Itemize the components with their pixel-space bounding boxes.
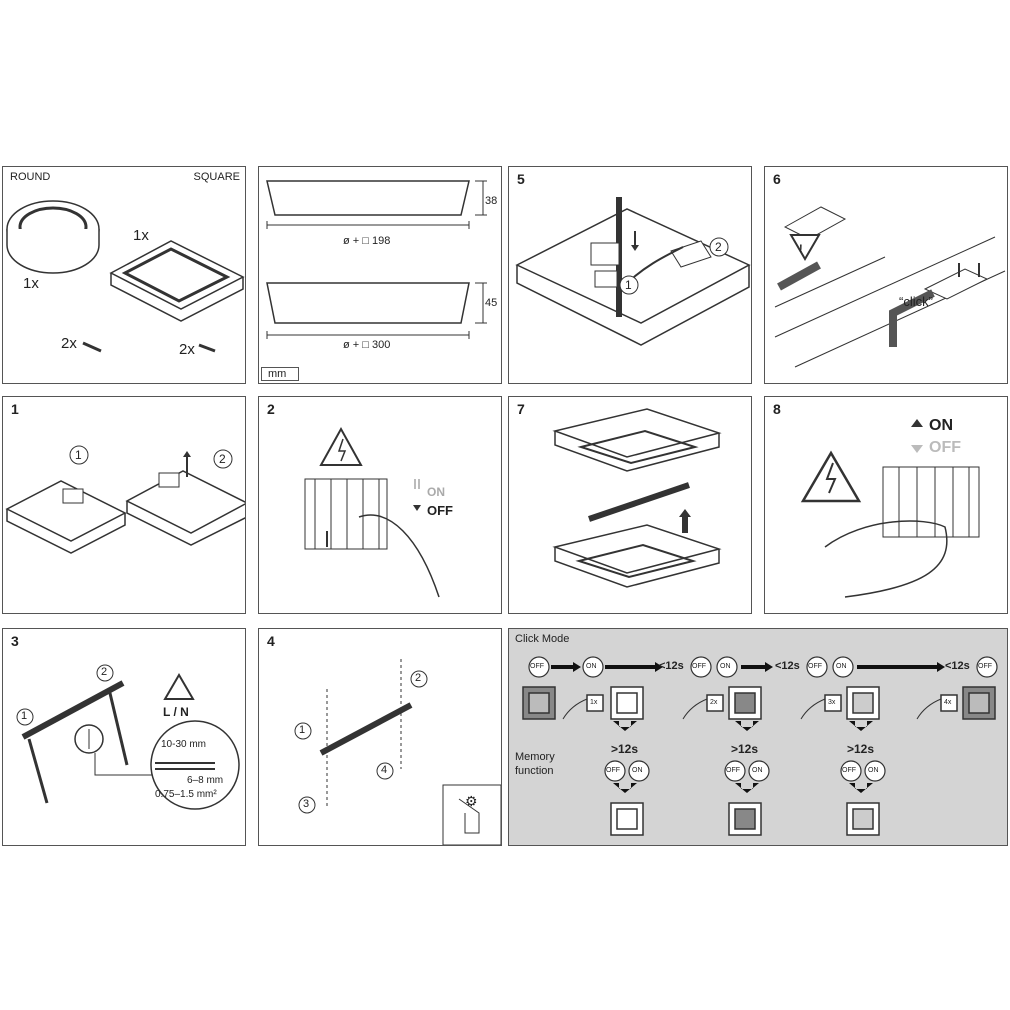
state-on: ON [868,767,879,774]
state-on: ON [752,767,763,774]
timing-gt-1: >12s [611,742,639,756]
luminaire-contents-illustration [6,200,245,353]
panel-step-2: 2 ON OFF [258,396,502,614]
click-mode-title: Click Mode [515,633,570,645]
state-off: OFF [530,663,544,670]
panel-contents: ROUND SQUARE 1x 1x 2x 2x [2,166,246,384]
step-number: 3 [11,633,19,649]
wiring-illustration [515,197,751,346]
panel-click-mode: Click Mode OFF ON <12s OFF ON <12s OFF O… [508,628,1008,846]
warning-icon: ! [799,243,803,255]
diameter-large: ø + □ 300 [343,339,391,351]
ceiling-mounting-illustration [294,659,501,845]
off-label: OFF [929,439,961,456]
callout-3: 3 [303,798,310,810]
press-2x: 2x [710,699,718,706]
bracket-wiring-illustration [16,664,240,810]
unit-box: mm [261,367,300,381]
switch-off-illustration [304,397,440,598]
press-3x: 3x [828,699,836,706]
step-number: 1 [11,401,19,417]
callout-1: 1 [75,448,82,462]
cover-mounting-illustration [552,408,722,588]
callout-4: 4 [381,764,388,776]
state-off: OFF [726,767,740,774]
memory-label: Memory [515,751,555,763]
timing-gt-3: >12s [847,742,875,756]
round-label: ROUND [10,171,51,183]
drill-icon: ⚙ [465,793,478,809]
ln-label: L / N [163,705,189,719]
strip-length: 10-30 mm [161,739,207,750]
timing-lt-2: <12s [775,660,800,672]
step-number: 5 [517,171,525,187]
state-off: OFF [978,663,992,670]
state-off: OFF [808,663,822,670]
callout-2: 2 [415,672,422,684]
state-on: ON [720,663,731,670]
core-strip: 6–8 mm [187,775,224,786]
timing-gt-2: >12s [731,742,759,756]
step-number: 8 [773,401,781,417]
on-label: ON [929,417,953,434]
state-off: OFF [692,663,706,670]
state-on: ON [586,663,597,670]
state-on: ON [632,767,643,774]
switch-on-illustration [800,419,980,598]
cover-removal-illustration [5,445,245,554]
callout-1: 1 [625,278,632,292]
screws-right-qty: 2x [179,341,195,358]
callout-2: 2 [219,452,226,466]
function-label: function [515,765,554,777]
panel-dimensions: 38 ø + □ 198 45 ø + □ 300 mm [258,166,502,384]
callout-2: 2 [101,666,108,678]
screws-left-qty: 2x [61,335,77,352]
panel-step-1: 1 1 2 [2,396,246,614]
panel-step-7: 7 [508,396,752,614]
terminal-connection-illustration [774,206,1006,368]
step-number: 7 [517,401,525,417]
step-number: 2 [267,401,275,417]
click-label: “click” [899,294,933,309]
height-large: 45 [485,297,498,309]
state-off: OFF [842,767,856,774]
round-qty: 1x [23,275,39,292]
panel-step-8: 8 ON OFF [764,396,1008,614]
panel-step-3: 3 1 2 L / N 10-30 mm 6–8 mm 0.75–1.5 mm² [2,628,246,846]
diameter-small: ø + □ 198 [343,235,391,247]
panel-step-4: 4 1 2 3 4 ⚙ [258,628,502,846]
square-label: SQUARE [193,171,240,183]
dimension-drawing [266,180,487,339]
press-4x: 4x [944,699,952,706]
state-off: OFF [606,767,620,774]
step-number: 6 [773,171,781,187]
height-small: 38 [485,195,498,207]
panel-step-5: 5 1 2 [508,166,752,384]
callout-1: 1 [299,724,306,736]
off-label: OFF [427,503,453,518]
callout-1: 1 [21,710,28,722]
state-on: ON [836,663,847,670]
step-number: 4 [267,633,275,649]
timing-lt-1: <12s [659,660,684,672]
square-qty: 1x [133,227,149,244]
timing-lt-3: <12s [945,660,970,672]
click-mode-diagram [522,656,998,836]
callout-2: 2 [715,240,722,254]
panel-step-6: 6 ! “click” [764,166,1008,384]
press-1x: 1x [590,699,598,706]
on-label: ON [427,485,445,499]
cross-section: 0.75–1.5 mm² [155,789,217,800]
